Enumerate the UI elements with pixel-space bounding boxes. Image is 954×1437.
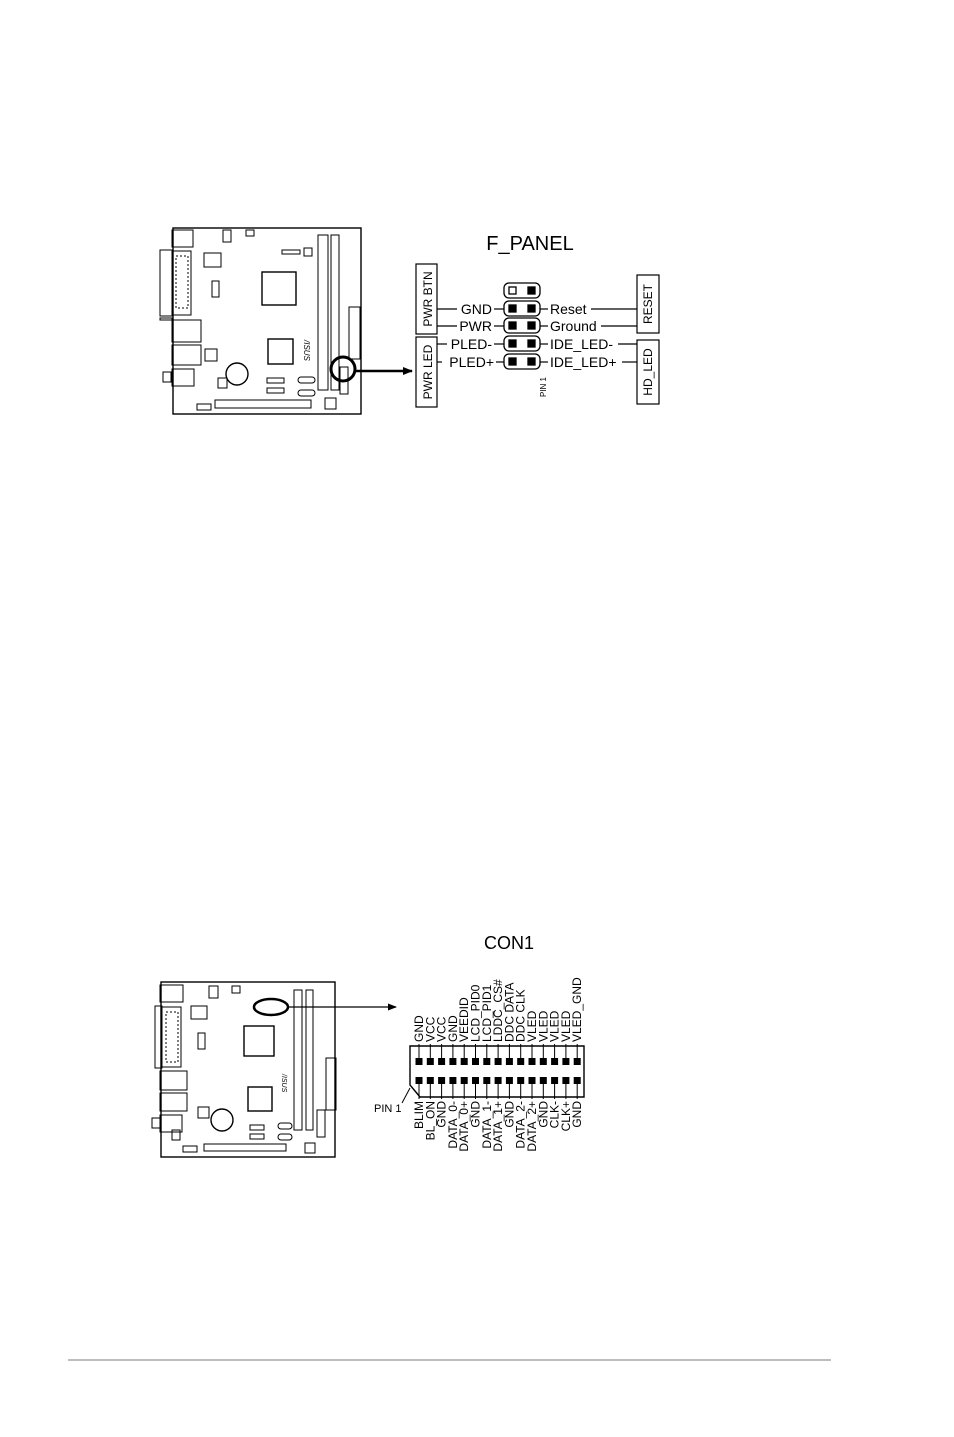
con1-top-pin-label: GND	[446, 1015, 460, 1042]
con1-bottom-pin-label: BL_ON	[423, 1101, 437, 1140]
fpanel-group-pwr-led: PWR LED	[421, 344, 435, 399]
con1-bottom-pin	[517, 1077, 525, 1084]
con1-bottom-pin-label: DATA_0+	[457, 1101, 471, 1152]
con1-bottom-pin	[449, 1077, 457, 1084]
con1-top-pin-label: VLED	[525, 1010, 539, 1042]
con1-top-pin-label: LDDC_CS#	[491, 979, 505, 1042]
fpanel-title: F_PANEL	[486, 233, 573, 255]
con1-top-pin-label: DDC DATA	[502, 982, 516, 1042]
con1-top-pin-label: VLED	[559, 1010, 573, 1042]
con1-top-pin-label: LCD_PID0	[469, 984, 483, 1042]
con1-bottom-pin-label: GND	[570, 1101, 584, 1128]
con1-bottom-pin	[551, 1077, 559, 1084]
con1-bottom-pin-label: DATA_1+	[491, 1101, 505, 1152]
con1-top-pin-label: VCC	[423, 1016, 437, 1042]
con1-top-pin-label: DDC CLK	[514, 989, 528, 1042]
con1-bottom-pin	[415, 1077, 423, 1084]
con1-top-pins	[415, 1044, 581, 1065]
con1-top-pin	[573, 1058, 581, 1065]
con1-bottom-pin	[528, 1077, 536, 1084]
motherboard-layout-top	[159, 227, 362, 415]
con1-bottom-pin	[562, 1077, 570, 1084]
board-brand-bottom: /ISUS	[280, 1073, 287, 1093]
board-brand-top: /ISUS	[302, 339, 311, 362]
footer-rule	[68, 1359, 831, 1361]
con1-bottom-pin-label: DATA_2+	[525, 1101, 539, 1152]
con1-top-pin	[472, 1058, 479, 1065]
con1-bottom-pin-label: GND	[435, 1101, 449, 1128]
con1-bottom-pin	[438, 1077, 446, 1084]
con1-top-pin-label: VCC	[435, 1016, 449, 1042]
con1-bottom-pin-label: GND	[469, 1101, 483, 1128]
fpanel-right-leads	[540, 308, 637, 363]
con1-bottom-pin	[505, 1077, 513, 1084]
fpanel-pin-pled-plus: PLED+	[449, 354, 494, 370]
con1-bottom-pin-label: DATA_1-	[480, 1101, 494, 1149]
con1-top-pin-label: VEEDID	[457, 997, 471, 1042]
con1-top-pin-label: GND	[412, 1015, 426, 1042]
con1-pin1-label: PIN 1	[374, 1103, 402, 1115]
con1-top-pin	[505, 1058, 513, 1065]
con1-title: CON1	[484, 933, 534, 953]
con1-bottom-pin	[494, 1077, 502, 1084]
con1-bottom-pin-label: CLK+	[559, 1101, 573, 1131]
motherboard-layout-bottom	[151, 981, 337, 1158]
fpanel-pin-gnd: GND	[461, 301, 492, 317]
con1-top-pin-label: VLED	[548, 1010, 562, 1042]
fpanel-header	[503, 282, 541, 370]
fpanel-group-hd-led: HD_LED	[641, 348, 655, 396]
con1-top-pin	[528, 1058, 536, 1065]
con1-connector: GNDVCCVCCGNDVEEDIDLCD_PID0LCD_PID1LDDC_C…	[409, 977, 585, 1152]
con1-location-highlight	[252, 997, 290, 1017]
fpanel-group-boxes	[415, 263, 660, 408]
con1-bottom-pin	[573, 1077, 581, 1084]
con1-bottom-pin	[426, 1077, 434, 1084]
con1-top-pin-label: VLED	[536, 1010, 550, 1042]
con1-bottom-pin-label: DATA_0-	[446, 1101, 460, 1149]
con1-bottom-pin-label: DATA_2-	[514, 1101, 528, 1149]
con1-top-pin	[517, 1058, 525, 1065]
fpanel-pin1-label: PIN 1	[539, 376, 548, 397]
fpanel-pin-pled-minus: PLED-	[451, 336, 493, 352]
con1-bottom-pin	[460, 1077, 468, 1084]
con1-bottom-pin	[472, 1077, 479, 1084]
con1-bottom-pin	[483, 1077, 491, 1084]
fpanel-pin-reset: Reset	[550, 301, 587, 317]
con1-top-pin	[415, 1058, 423, 1065]
con1-bottom-pin-label: BLIM	[412, 1101, 426, 1129]
con1-top-pin	[438, 1058, 446, 1065]
fpanel-group-pwr-btn: PWR BTN	[421, 271, 435, 326]
con1-top-pin	[539, 1058, 547, 1065]
con1-bottom-pin-label: GND	[502, 1101, 516, 1128]
con1-top-pin	[460, 1058, 468, 1065]
fpanel-pin-ide-led-plus: IDE_LED+	[550, 354, 617, 370]
con1-bottom-labels: BLIMBL_ONGNDDATA_0-DATA_0+GNDDATA_1-DATA…	[412, 1101, 584, 1152]
con1-top-pin	[562, 1058, 570, 1065]
con1-bottom-pin	[539, 1077, 547, 1084]
con1-top-pin	[551, 1058, 559, 1065]
fpanel-left-leads	[437, 308, 504, 363]
con1-top-pin	[494, 1058, 502, 1065]
con1-bottom-pins	[415, 1077, 581, 1099]
fpanel-pin-ground: Ground	[550, 318, 597, 334]
fpanel-location-highlight	[329, 355, 357, 383]
con1-top-pin-label: VLED_GND	[570, 977, 584, 1042]
con1-top-pin	[426, 1058, 434, 1065]
con1-bottom-pin-label: GND	[536, 1101, 550, 1128]
con1-pin1-pointer	[401, 1087, 411, 1104]
con1-top-pin	[449, 1058, 457, 1065]
con1-top-labels: GNDVCCVCCGNDVEEDIDLCD_PID0LCD_PID1LDDC_C…	[412, 977, 584, 1042]
fpanel-pin-pwr: PWR	[459, 318, 492, 334]
fpanel-pin-ide-led-minus: IDE_LED-	[550, 336, 613, 352]
fpanel-group-reset: RESET	[641, 283, 655, 324]
con1-top-pin-label: LCD_PID1	[480, 984, 494, 1042]
con1-bottom-pin-label: CLK-	[548, 1101, 562, 1128]
con1-top-pin	[483, 1058, 491, 1065]
